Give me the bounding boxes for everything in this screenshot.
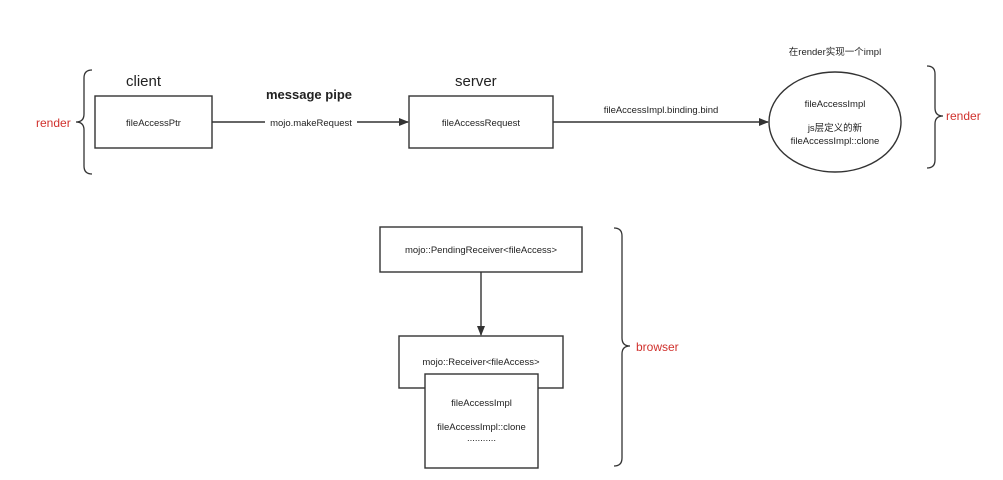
impl-note: 在render实现一个impl — [789, 46, 881, 58]
browser-impl-title: fileAccessImpl — [451, 398, 512, 409]
ellipse-line-1: js层定义的新 — [807, 122, 863, 134]
left-render-label: render — [36, 116, 71, 130]
client-box-text: fileAccessPtr — [126, 118, 181, 129]
binding-label: fileAccessImpl.binding.bind — [604, 105, 719, 116]
pending-receiver-text: mojo::PendingReceiver<fileAccess> — [405, 245, 558, 256]
browser-impl-more: ........... — [467, 433, 496, 444]
impl-ellipse — [768, 71, 902, 173]
message-pipe-label: message pipe — [266, 87, 352, 102]
client-box — [94, 95, 213, 149]
server-label: server — [455, 73, 497, 90]
browser-impl-clone: fileAccessImpl::clone — [437, 422, 526, 433]
right-render-label: render — [946, 109, 981, 123]
browser-impl-box — [424, 373, 539, 469]
server-box-text: fileAccessRequest — [442, 118, 521, 129]
client-label: client — [126, 73, 162, 90]
right-render-brace — [926, 65, 944, 169]
make-request-label-bg — [265, 115, 357, 129]
browser-brace — [613, 227, 631, 467]
make-request-label: mojo.makeRequest — [270, 118, 352, 129]
browser-label: browser — [636, 340, 679, 354]
ellipse-title: fileAccessImpl — [805, 99, 866, 110]
server-box — [408, 95, 554, 149]
ellipse-line-2: fileAccessImpl::clone — [791, 136, 880, 147]
left-render-brace — [75, 69, 93, 175]
receiver-text: mojo::Receiver<fileAccess> — [422, 357, 540, 368]
